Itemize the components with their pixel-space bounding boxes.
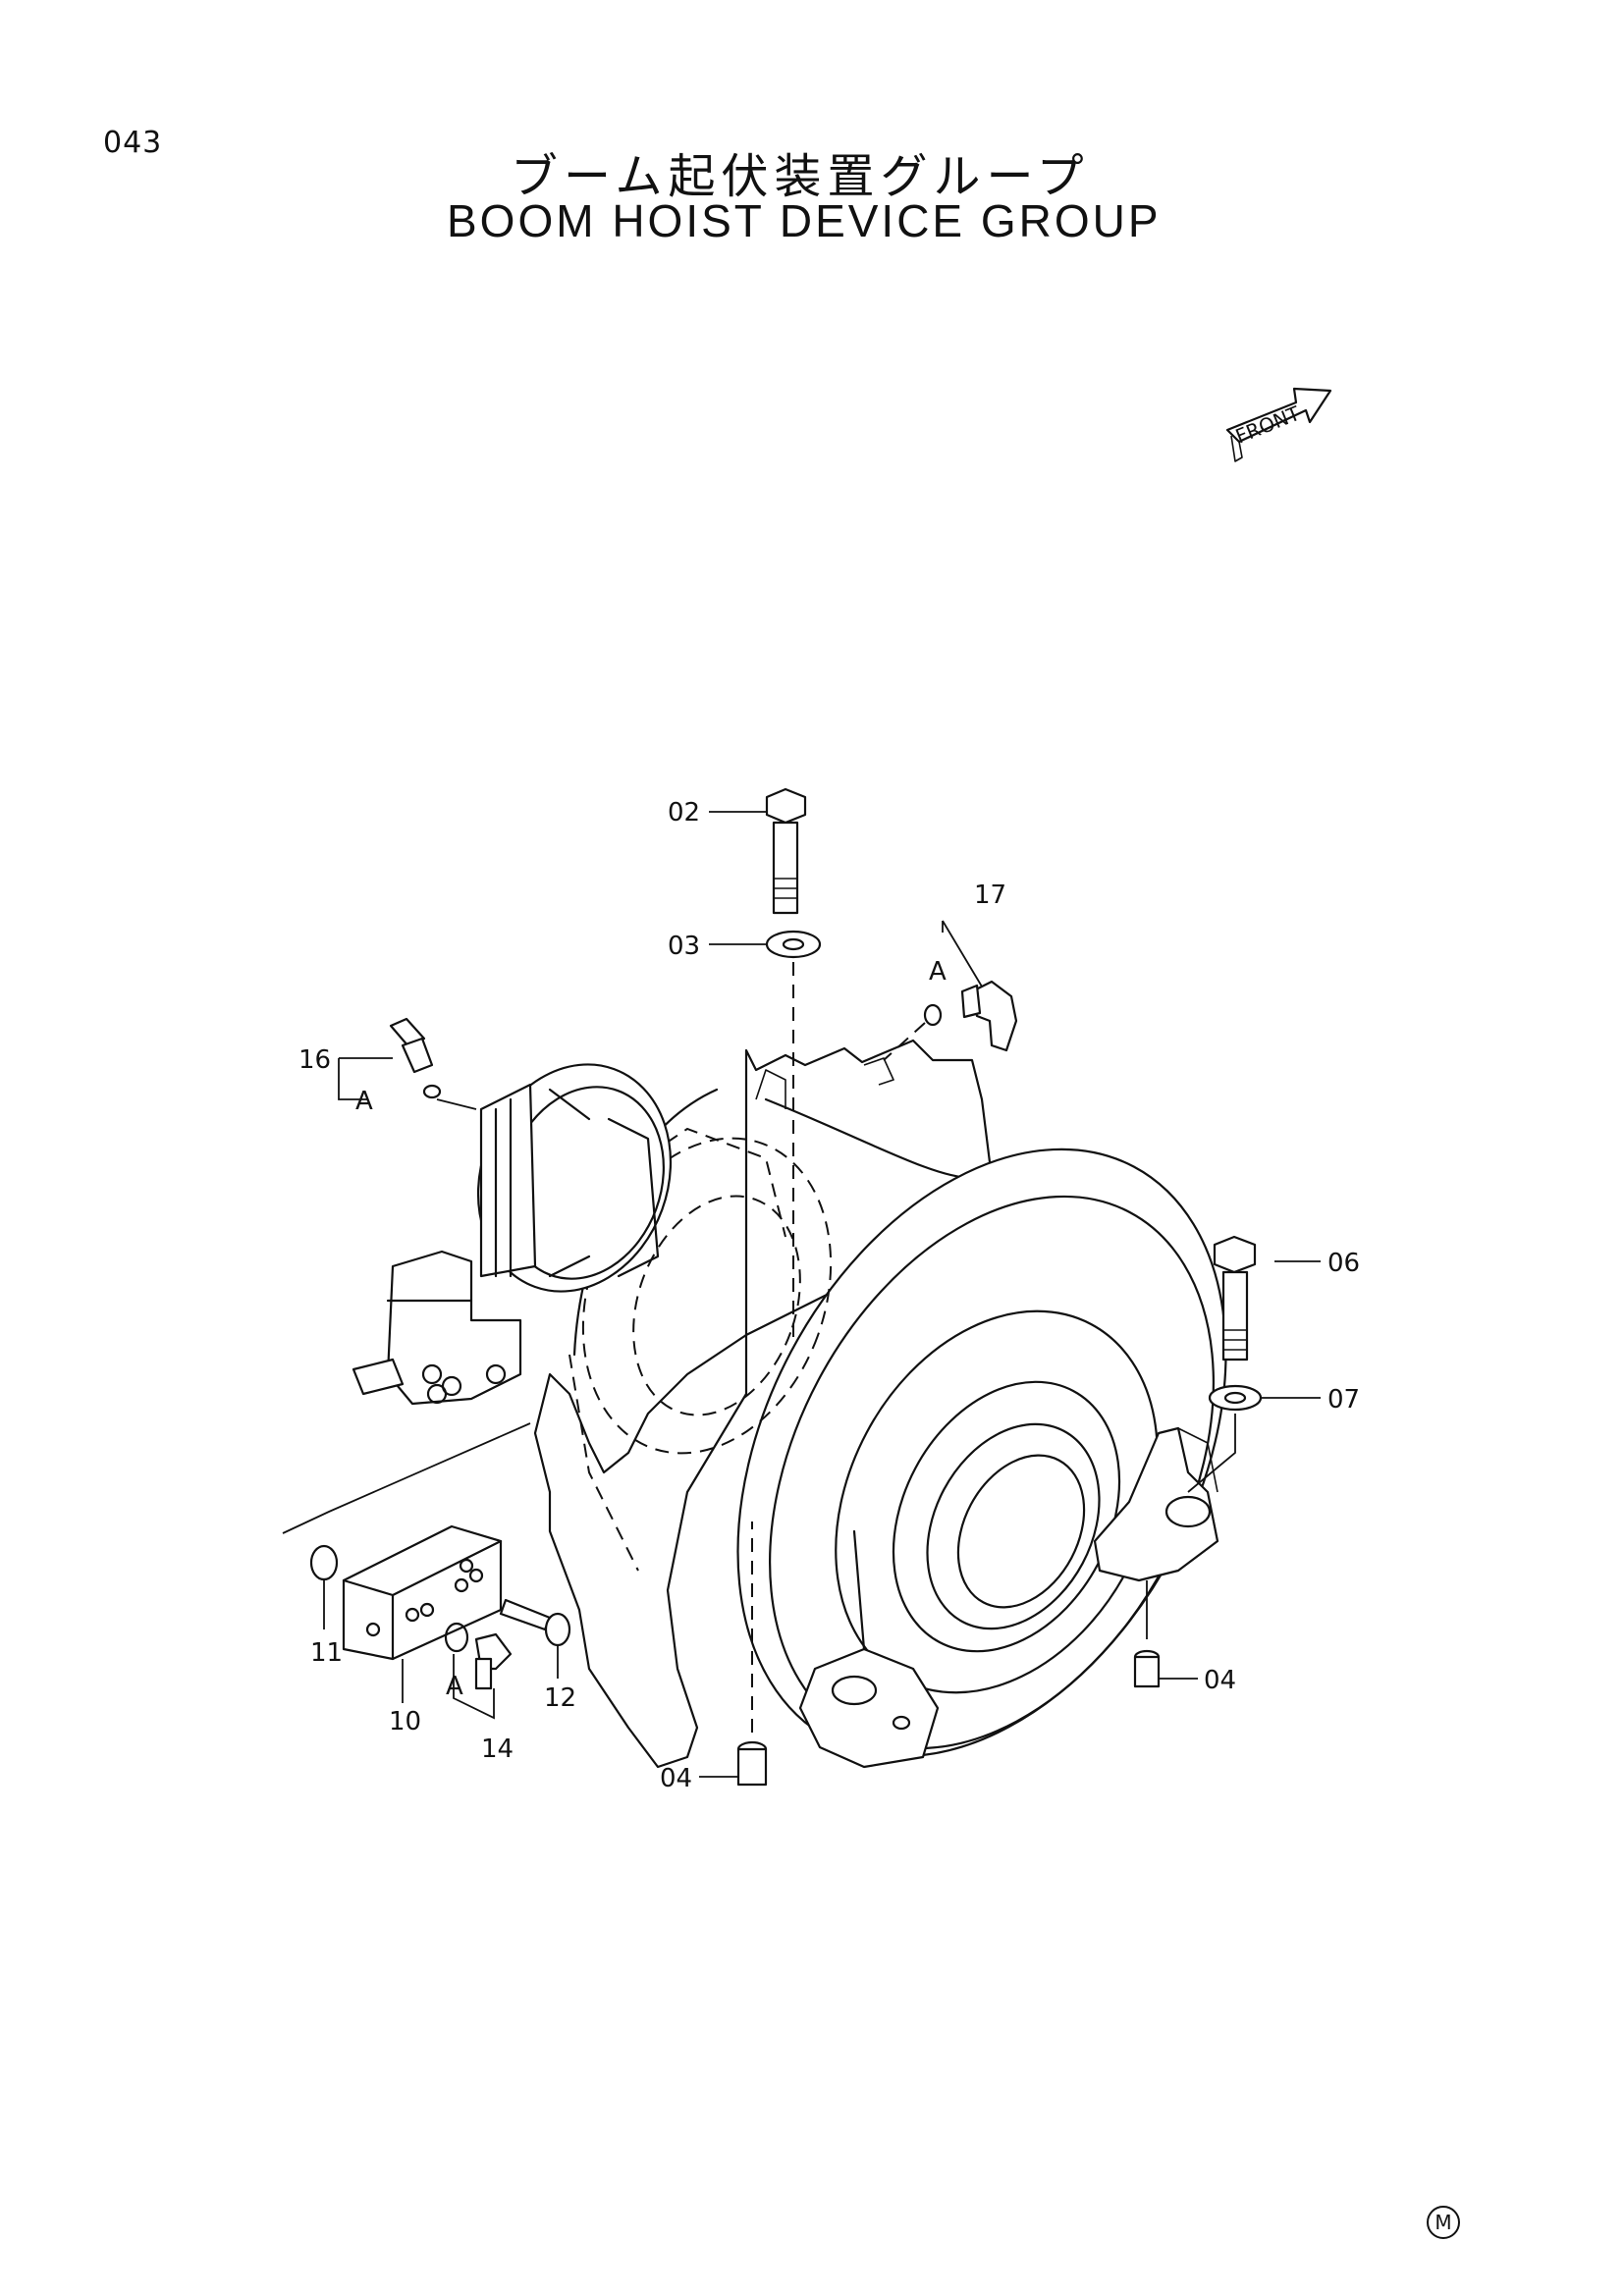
o-ring-11 bbox=[309, 1544, 339, 1581]
winch-drum-flange bbox=[736, 1148, 1227, 1758]
bolt-02 bbox=[765, 787, 807, 915]
callout-02: 02 bbox=[668, 798, 700, 828]
manufacturer-mark: M bbox=[1427, 2206, 1460, 2239]
straight-fitting-16 bbox=[389, 1017, 442, 1099]
callout-14-ref: A bbox=[446, 1672, 463, 1701]
plug-04-right bbox=[1133, 1649, 1161, 1688]
callout-16: 16 bbox=[298, 1045, 331, 1075]
washer-07 bbox=[1208, 1384, 1263, 1412]
motor-valve-block bbox=[352, 1250, 522, 1406]
bolt-06 bbox=[1213, 1235, 1257, 1362]
front-arrow-icon: FRONT bbox=[1225, 387, 1332, 462]
page-number: 043 bbox=[103, 126, 163, 160]
callout-10: 10 bbox=[389, 1707, 421, 1736]
callout-16-ref: A bbox=[355, 1087, 373, 1116]
mounting-foot-left bbox=[798, 1529, 940, 1769]
page-title-japanese: ブーム起伏装置グループ bbox=[511, 149, 1090, 204]
screw-12 bbox=[499, 1598, 571, 1647]
elbow-fitting-17 bbox=[923, 980, 1018, 1052]
hydraulic-motor bbox=[476, 1063, 673, 1293]
callout-06: 06 bbox=[1327, 1249, 1360, 1278]
front-label: FRONT bbox=[1232, 400, 1304, 448]
callout-04-right: 04 bbox=[1204, 1666, 1236, 1695]
callout-07: 07 bbox=[1327, 1385, 1360, 1415]
callout-17: 17 bbox=[974, 881, 1006, 910]
callout-14: 14 bbox=[481, 1735, 514, 1764]
plug-14 bbox=[444, 1622, 513, 1690]
washer-03 bbox=[765, 930, 822, 959]
mounting-foot-right bbox=[1093, 1426, 1219, 1582]
callout-12: 12 bbox=[544, 1683, 576, 1713]
page-title: BOOM HOIST DEVICE GROUP bbox=[447, 195, 1162, 246]
callout-03: 03 bbox=[668, 932, 700, 961]
plug-04-bottom bbox=[736, 1740, 768, 1787]
callout-04-bottom: 04 bbox=[660, 1764, 692, 1793]
callout-17-ref: A bbox=[929, 957, 947, 987]
callout-11: 11 bbox=[310, 1638, 343, 1668]
